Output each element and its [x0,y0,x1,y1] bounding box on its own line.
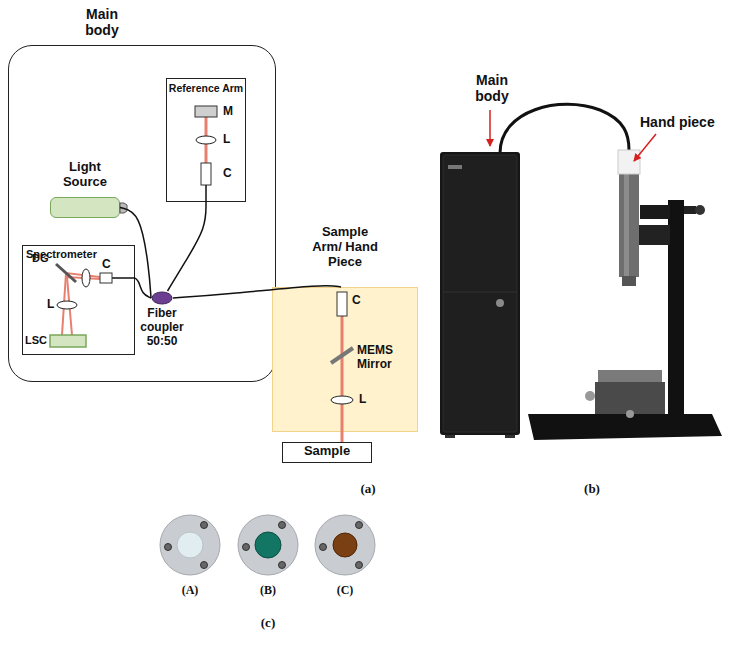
hand-piece-tube [619,172,639,277]
node-label: Main body [77,6,127,38]
clamp-screw [684,206,696,214]
node-outline [166,78,246,202]
lens-symbol [196,136,216,144]
fiber-connector [173,286,341,298]
main-body-box: Main bodyReference ArmLight SourceSpectr… [8,4,276,382]
hand-piece-cap [618,150,640,174]
line-scan-camera [50,335,86,347]
part-label: Main body [467,72,517,104]
part-label: L [223,133,230,147]
hand-piece-tip [622,276,636,286]
light-source-box: Light Source [50,158,122,220]
node-outline [272,287,418,432]
lens-symbol [82,269,90,287]
pointer-arrow [634,134,656,161]
panel-seam [443,292,517,293]
part-label: C [352,294,361,308]
fiber-connector [120,208,151,299]
device-foot [505,435,515,438]
node-outline [50,197,120,218]
node-outline [151,291,173,305]
fiber-connector [168,202,207,291]
fiber-cable [500,104,629,153]
fiber-line [205,185,207,202]
stage-knob [585,391,595,401]
device-logo [448,165,462,169]
holder-bracket [636,225,670,245]
fiber-connector [120,203,127,213]
fiber-line [112,277,135,279]
collimator-symbol [100,273,112,283]
light-beam [62,273,100,335]
mirror-symbol [195,106,217,117]
disk-screw [243,544,250,551]
part-label: M [223,105,233,119]
sample-window [177,532,203,558]
fiber-coupler: Fiber coupler 50:50 [134,288,190,356]
stand-clamp [640,205,670,219]
device-front-panel [443,155,517,432]
fiber-connector [135,278,151,298]
part-label: C [102,258,111,272]
lens-symbol [57,301,77,309]
part-label: (a) [348,482,388,497]
pointer-arrow [489,110,491,146]
node-label: Light Source [55,160,115,190]
part-label: (b) [572,482,612,497]
part-label: DG [32,252,49,265]
part-label: Hand piece [640,114,715,130]
disk-screw [320,544,327,551]
device-foot [445,435,455,438]
tube-highlight [624,172,629,277]
stage-top [598,370,662,382]
disk-screw [279,522,286,529]
stand-base [528,414,722,440]
part-label: (c) [248,616,288,631]
node-label: Sample Arm/ Hand Piece [307,225,383,270]
clamp-knob [695,205,705,215]
sample-disk [238,515,298,575]
disk-screw [201,562,208,569]
node-label: Fiber coupler 50:50 [136,307,188,348]
node-label: Sample [282,444,372,459]
device-knob [496,299,504,307]
sample-disk [160,515,220,575]
xy-stage [595,382,665,414]
part-label: MEMS Mirror [357,344,405,372]
reference-arm-box: Reference Arm [166,78,246,202]
node-label: Reference Arm [166,82,246,94]
diffraction-grating [56,264,76,282]
disk-screw [356,522,363,529]
sample-window [333,533,357,557]
part-label: L [359,393,366,407]
part-label: LSC [25,334,47,347]
coupler-ellipse [152,292,172,304]
part-label: L [47,298,54,312]
coupler-shape [151,291,173,305]
stand-pole [668,200,684,414]
stage-knob [626,410,634,418]
disk-screw [356,562,363,569]
part-label: (A) [170,584,210,598]
sample-arm-box: Sample Arm/ Hand Piece [272,222,418,432]
light-beam [67,277,100,335]
fiber-connector [341,432,344,442]
sample-window [255,532,281,558]
disk-screw [279,562,286,569]
part-label: C [223,167,232,181]
light-beam [205,117,208,163]
part-label: (B) [248,584,288,598]
collimator-symbol [201,163,211,185]
disk-screw [165,544,172,551]
part-label: (C) [325,584,365,598]
disk-screw [201,522,208,529]
sample-disk [315,515,375,575]
device-housing [440,152,520,435]
sample-box: Sample [282,442,372,463]
